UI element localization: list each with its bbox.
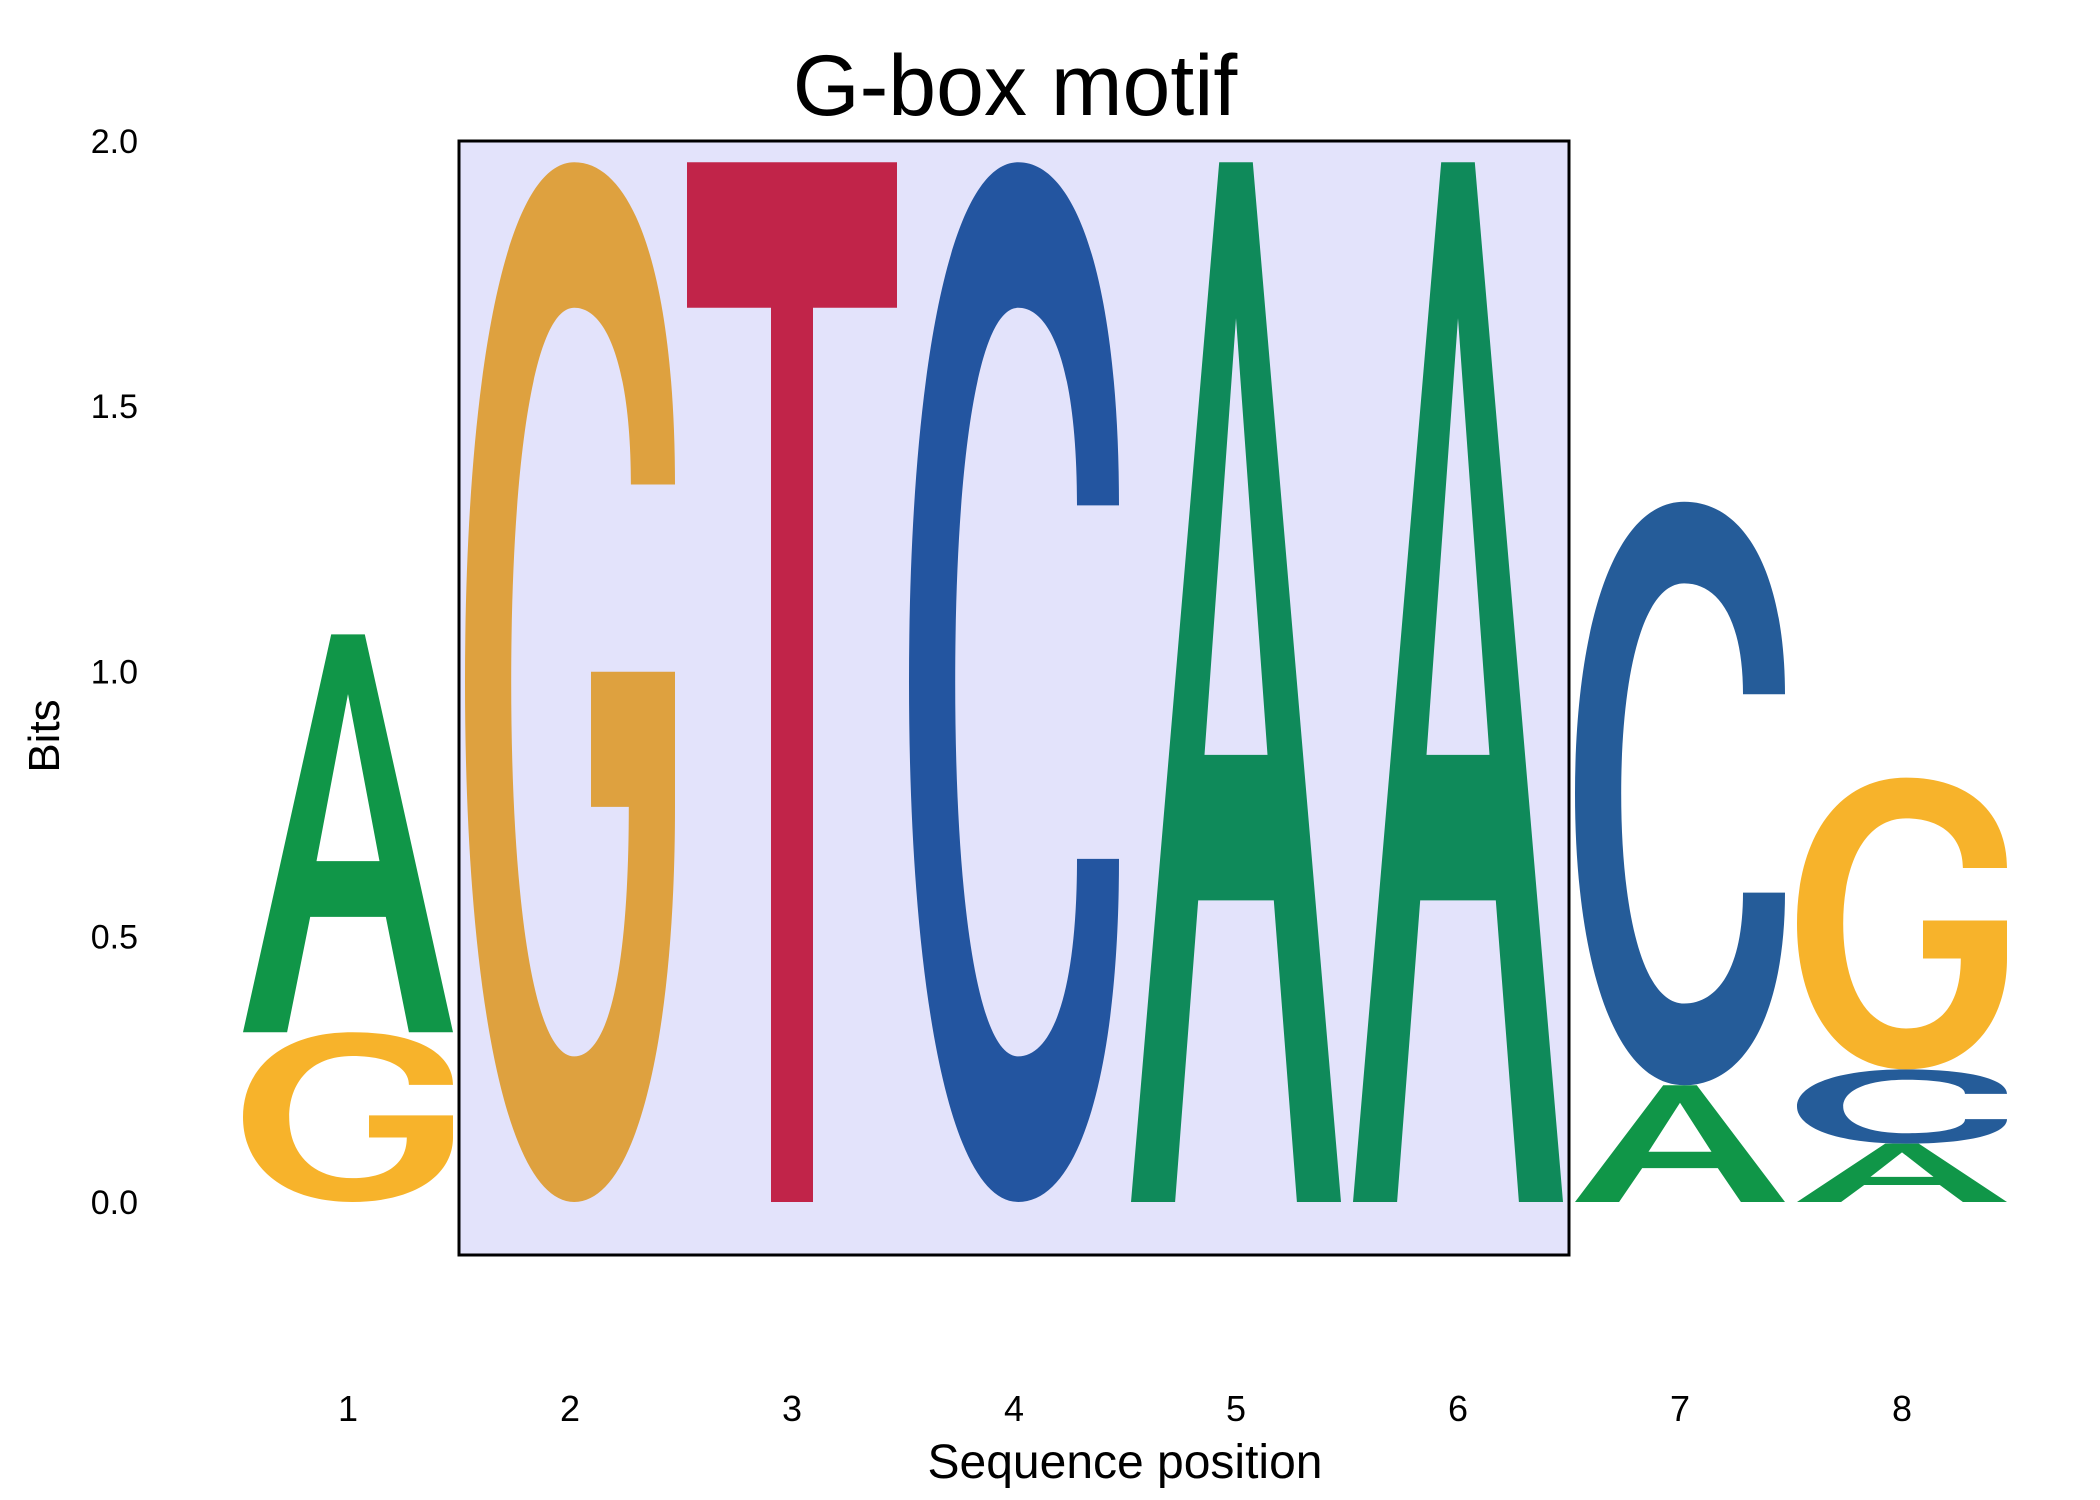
logo-letter-a-position-8 xyxy=(1797,1143,2007,1202)
chart-title: G-box motif xyxy=(793,38,1239,134)
logo-letter-c-position-8 xyxy=(1797,1069,2007,1144)
logo-letter-g-position-2 xyxy=(465,162,675,1202)
logo-letter-a-position-6 xyxy=(1353,162,1563,1202)
y-tick-label: 0.5 xyxy=(91,919,138,957)
x-tick-label: 3 xyxy=(782,1388,802,1429)
logo-letter-a-position-7 xyxy=(1575,1085,1785,1202)
x-tick-label: 1 xyxy=(338,1388,358,1429)
x-axis: 1 2 3 4 5 6 7 8 xyxy=(338,1388,1912,1429)
highlight-border xyxy=(457,139,1571,1257)
x-tick-label: 6 xyxy=(1448,1388,1468,1429)
logo-letter-c-position-7 xyxy=(1575,501,1785,1086)
logo-letter-g-position-8 xyxy=(1797,777,2007,1070)
logo-letter-c-position-4 xyxy=(909,162,1119,1202)
y-tick-label: 1.5 xyxy=(91,388,138,426)
x-tick-label: 8 xyxy=(1892,1388,1912,1429)
x-tick-label: 5 xyxy=(1226,1388,1246,1429)
y-tick-label: 2.0 xyxy=(91,123,138,161)
letters-layer xyxy=(243,162,2007,1202)
x-tick-label: 4 xyxy=(1004,1388,1024,1429)
logo-letter-g-position-1 xyxy=(243,1032,453,1202)
y-tick-label: 1.0 xyxy=(91,653,138,691)
highlight-border-layer xyxy=(457,139,1571,1257)
y-axis-label: Bits xyxy=(20,699,69,772)
y-axis: 0.0 0.5 1.0 1.5 2.0 xyxy=(91,123,138,1222)
x-axis-label: Sequence position xyxy=(928,1436,1323,1489)
y-tick-label: 0.0 xyxy=(91,1184,138,1222)
x-tick-label: 7 xyxy=(1670,1388,1690,1429)
x-tick-label: 2 xyxy=(560,1388,580,1429)
logo-letter-a-position-5 xyxy=(1131,162,1341,1202)
logo-letter-t-position-3 xyxy=(687,162,897,1202)
logo-letter-a-position-1 xyxy=(243,634,453,1033)
